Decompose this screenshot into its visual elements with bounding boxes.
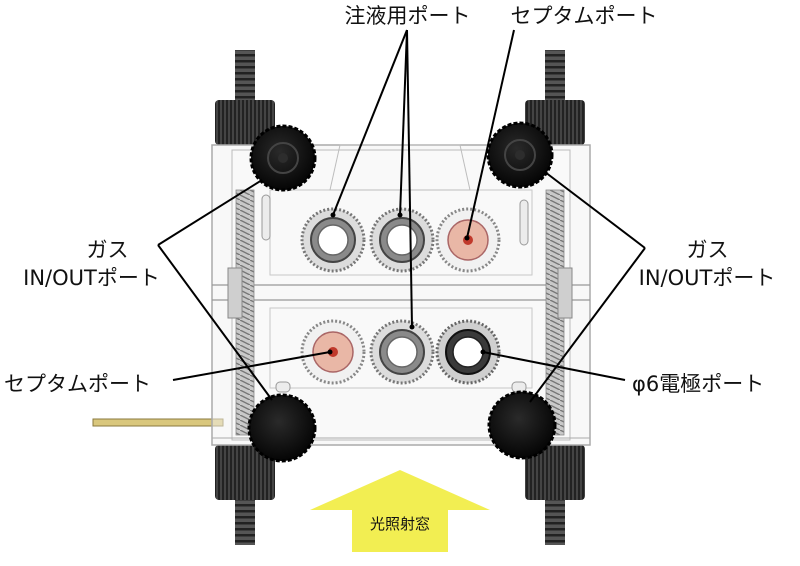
label-light-window: 光照射窓	[369, 515, 430, 533]
electrode-lead	[92, 418, 224, 427]
gas-tube-left-bottom	[275, 381, 291, 393]
gas-tube-left	[261, 194, 271, 241]
label-gas-left-1: ガス	[86, 238, 129, 262]
clamp-tab-right	[557, 267, 573, 319]
label-septum-port-left: セプタムポート	[4, 372, 151, 396]
port-upper-2	[369, 207, 435, 273]
knob-top-left	[249, 124, 317, 192]
threaded-rod-bottom-left	[235, 500, 255, 545]
threaded-rod-top-left	[235, 50, 255, 110]
nut-bottom-left	[215, 445, 275, 500]
label-gas-right-1: ガス	[686, 238, 729, 262]
knob-bottom-right	[487, 390, 557, 460]
threaded-rod-bottom-right	[545, 500, 565, 545]
threaded-rod-top-right	[545, 50, 565, 110]
leader-lines	[157, 29, 646, 403]
port-lower-septum	[300, 319, 366, 385]
gas-tube-right-bottom	[511, 381, 527, 393]
label-gas-left-2: IN/OUTポート	[23, 266, 160, 290]
port-lower-2	[369, 319, 435, 385]
clamp-tab-left	[227, 267, 243, 319]
cell-window-lower	[269, 307, 533, 389]
port-lower-electrode	[435, 319, 501, 385]
nut-bottom-right	[525, 445, 585, 500]
label-injection-port: 注液用ポート	[344, 4, 471, 28]
leader-dots	[327, 212, 486, 355]
knob-bottom-left	[247, 393, 317, 463]
label-gas-right-2: IN/OUTポート	[638, 266, 776, 290]
top-chamber-detail	[329, 144, 471, 191]
knob-top-right	[486, 121, 554, 189]
gas-tube-right	[519, 199, 529, 246]
port-upper-1	[300, 207, 366, 273]
label-septum-port-top: セプタムポート	[510, 4, 658, 28]
label-electrode-port: φ6電極ポート	[632, 372, 765, 396]
light-window-arrow	[310, 470, 490, 552]
